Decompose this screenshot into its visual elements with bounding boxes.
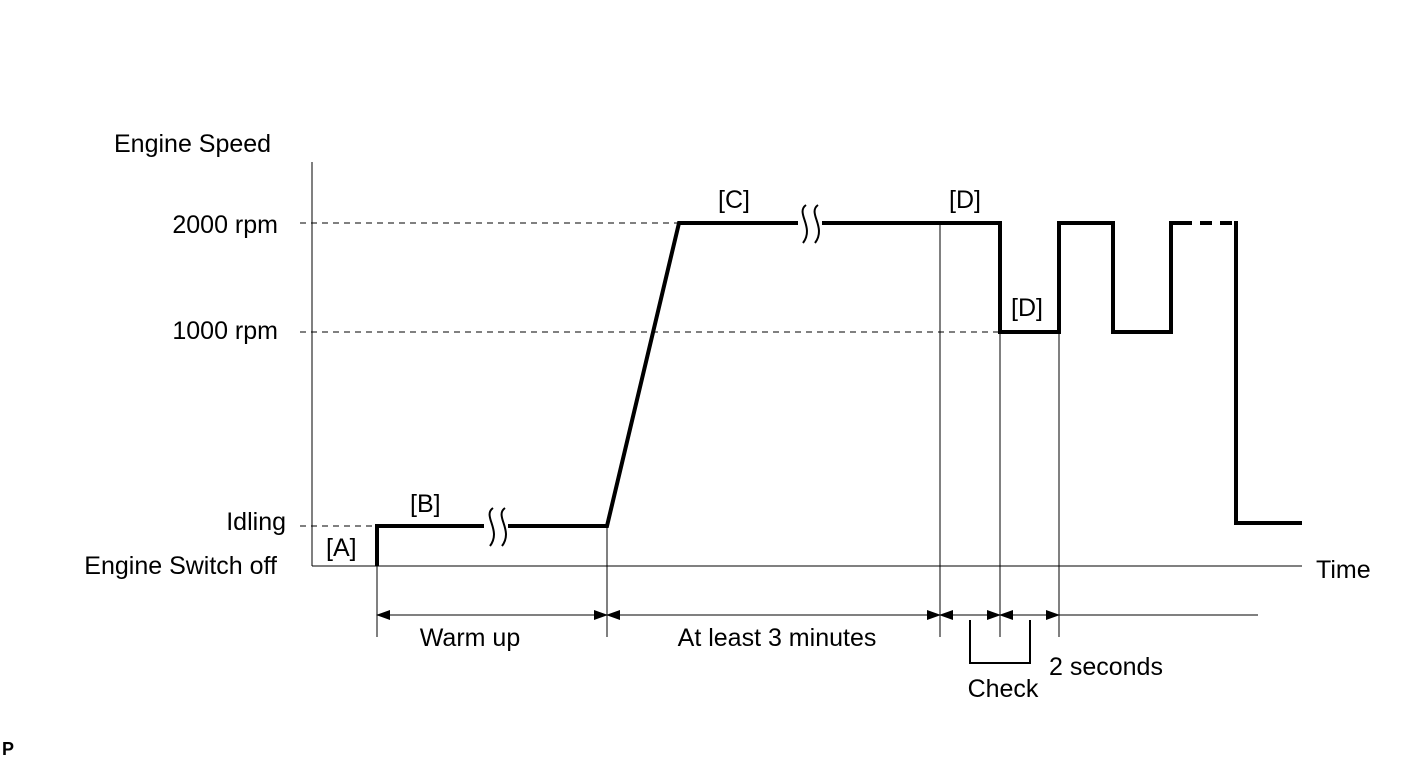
stage-label-a: [A] xyxy=(326,534,357,562)
stage-label-d-high: [D] xyxy=(949,186,981,214)
stage-label-b: [B] xyxy=(410,490,441,518)
check-label: Check xyxy=(968,675,1039,703)
corner-mark: P xyxy=(2,739,14,759)
break-mark-c-left xyxy=(801,204,808,244)
level-label-off: Engine Switch off xyxy=(84,552,277,580)
interval-label-at-least: At least 3 minutes xyxy=(678,624,877,652)
stage-label-c: [C] xyxy=(718,186,750,214)
break-mark-b-right xyxy=(500,507,507,547)
level-label-idling: Idling xyxy=(226,508,286,536)
x-axis-title: Time xyxy=(1316,556,1371,584)
level-label-1000: 1000 rpm xyxy=(172,317,278,345)
interval-label-warm-up: Warm up xyxy=(420,624,520,652)
two-seconds-label: 2 seconds xyxy=(1049,653,1163,681)
level-label-2000: 2000 rpm xyxy=(172,211,278,239)
speed-curve-main xyxy=(375,221,1180,566)
break-mark-c-right xyxy=(813,204,820,244)
break-mark-b-left xyxy=(488,507,495,547)
check-bracket xyxy=(969,620,1031,664)
speed-curve-end xyxy=(1234,221,1302,525)
stage-label-d-low: [D] xyxy=(1011,294,1043,322)
y-axis-title: Engine Speed xyxy=(114,130,271,158)
